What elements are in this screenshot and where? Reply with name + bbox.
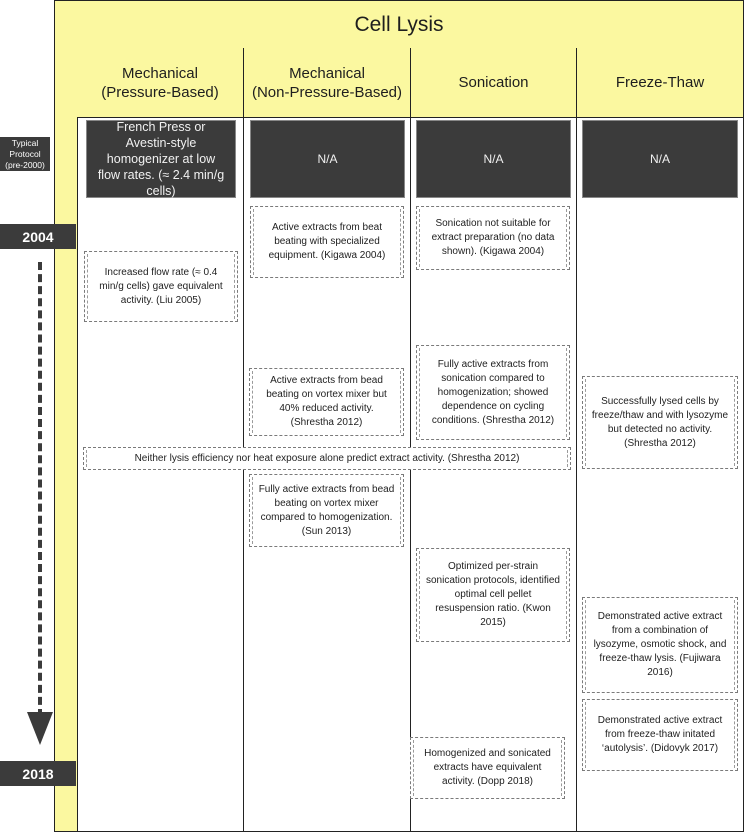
protocol-pressure: French Press or Avestin-style homogenize… (86, 120, 236, 198)
timeline-strip (55, 48, 78, 831)
note-shrestha-sonication: Fully active extracts from sonication co… (416, 345, 570, 440)
note-didovyk: Demonstrated active extract from freeze-… (582, 699, 738, 771)
note-fujiwara: Demonstrated active extract from a combi… (582, 597, 738, 693)
diagram-title: Cell Lysis (55, 1, 743, 49)
diagram-frame (54, 0, 744, 832)
note-sun: Fully active extracts from bead beating … (249, 474, 404, 547)
timeline-arrow-head (27, 712, 53, 745)
note-shrestha-span: Neither lysis efficiency nor heat exposu… (83, 447, 571, 470)
timeline-arrow-line (38, 262, 42, 717)
column-header-sonication: Sonication (411, 48, 577, 118)
timeline-year-end: 2018 (0, 761, 76, 786)
typical-protocol-label: Typical Protocol (pre-2000) (0, 137, 50, 171)
column-divider (576, 118, 577, 831)
timeline-year-start: 2004 (0, 224, 76, 249)
protocol-freeze-thaw: N/A (582, 120, 738, 198)
column-header-pressure: Mechanical (Pressure-Based) (77, 48, 244, 118)
column-divider (243, 118, 244, 831)
column-header-freeze-thaw: Freeze-Thaw (577, 48, 743, 118)
protocol-non-pressure: N/A (250, 120, 405, 198)
note-shrestha-vortex: Active extracts from bead beating on vor… (249, 368, 404, 436)
column-header-non-pressure: Mechanical (Non-Pressure-Based) (244, 48, 411, 118)
note-kigawa-sonication: Sonication not suitable for extract prep… (416, 206, 570, 270)
column-divider (410, 118, 411, 831)
note-dopp: Homogenized and sonicated extracts have … (410, 737, 565, 799)
protocol-sonication: N/A (416, 120, 571, 198)
note-shrestha-freeze-thaw: Successfully lysed cells by freeze/thaw … (582, 376, 738, 469)
note-kigawa-bead: Active extracts from beat beating with s… (250, 206, 404, 278)
note-liu: Increased flow rate (≈ 0.4 min/g cells) … (84, 251, 238, 322)
note-kwon: Optimized per-strain sonication protocol… (416, 548, 570, 642)
